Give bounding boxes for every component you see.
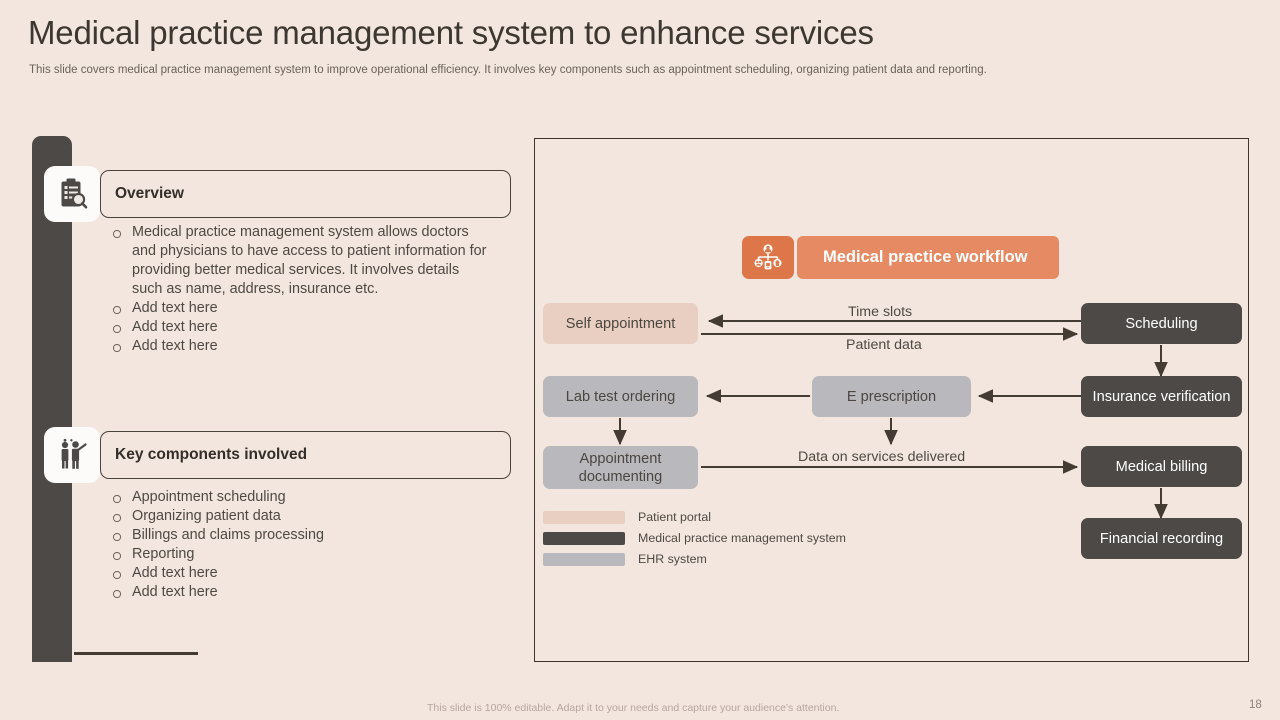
list-item: Medical practice management system allow… (111, 223, 491, 299)
node-label: Scheduling (1125, 315, 1198, 332)
legend-item-mpms: Medical practice management system (543, 528, 846, 548)
legend-label: EHR system (638, 552, 707, 566)
legend-label: Patient portal (638, 510, 712, 524)
workflow-banner-title: Medical practice workflow (823, 248, 1028, 266)
overview-bullet-list: Medical practice management system allow… (111, 223, 491, 356)
list-item: Add text here (111, 337, 491, 356)
node-lab-test-ordering[interactable]: Lab test ordering (543, 376, 698, 417)
list-item: Organizing patient data (111, 507, 491, 526)
node-scheduling[interactable]: Scheduling (1081, 303, 1242, 344)
node-label: Appointment documenting (578, 450, 663, 485)
edge-label-patient-data: Patient data (846, 337, 922, 353)
page-subtitle: This slide covers medical practice manag… (29, 64, 987, 76)
two-people-icon (61, 438, 87, 469)
workflow-banner-bar: Medical practice workflow (797, 236, 1059, 279)
list-item: Add text here (111, 564, 491, 583)
legend-item-ehr: EHR system (543, 549, 846, 569)
clipboard-search-icon (61, 178, 88, 209)
legend-item-patient-portal: Patient portal (543, 507, 846, 527)
org-hierarchy-icon-tile (742, 236, 794, 279)
legend-label: Medical practice management system (638, 531, 846, 545)
list-item: Add text here (111, 299, 491, 318)
section-title-overview: Overview (115, 185, 184, 202)
two-people-icon-tile (44, 427, 100, 483)
legend-swatch (543, 510, 625, 524)
footer-note: This slide is 100% editable. Adapt it to… (427, 702, 840, 714)
node-medical-billing[interactable]: Medical billing (1081, 446, 1242, 487)
list-item: Appointment scheduling (111, 488, 491, 507)
node-self-appointment[interactable]: Self appointment (543, 303, 698, 344)
page-number: 18 (1249, 699, 1262, 711)
node-insurance-verification[interactable]: Insurance verification (1081, 376, 1242, 417)
node-label: Financial recording (1099, 530, 1224, 547)
node-label: Self appointment (565, 315, 676, 332)
legend-swatch (543, 531, 625, 545)
diagram-legend: Patient portal Medical practice manageme… (543, 507, 846, 570)
node-e-prescription[interactable]: E prescription (812, 376, 971, 417)
clipboard-search-icon-tile (44, 166, 100, 222)
node-label: Lab test ordering (565, 388, 676, 405)
section-title-key-components: Key components involved (115, 446, 308, 463)
list-item: Add text here (111, 318, 491, 337)
org-hierarchy-icon (754, 243, 782, 269)
node-label: Insurance verification (1092, 388, 1231, 405)
edge-label-time-slots: Time slots (848, 304, 913, 320)
node-label: Medical billing (1115, 458, 1208, 475)
list-item: Billings and claims processing (111, 526, 491, 545)
key-components-bullet-list: Appointment scheduling Organizing patien… (111, 488, 491, 602)
node-label: E prescription (846, 388, 937, 405)
list-item: Reporting (111, 545, 491, 564)
legend-swatch (543, 552, 625, 566)
section-header-overview[interactable]: Overview (100, 170, 511, 218)
node-financial-recording[interactable]: Financial recording (1081, 518, 1242, 559)
left-accent-bar (32, 136, 72, 662)
left-underline-rule (74, 652, 198, 655)
list-item: Add text here (111, 583, 491, 602)
edge-label-data-on-services-delivered: Data on services delivered (798, 449, 966, 465)
node-appointment-documenting[interactable]: Appointment documenting (543, 446, 698, 489)
workflow-banner: Medical practice workflow (742, 236, 1059, 279)
page-title: Medical practice management system to en… (28, 14, 874, 51)
section-header-key-components[interactable]: Key components involved (100, 431, 511, 479)
